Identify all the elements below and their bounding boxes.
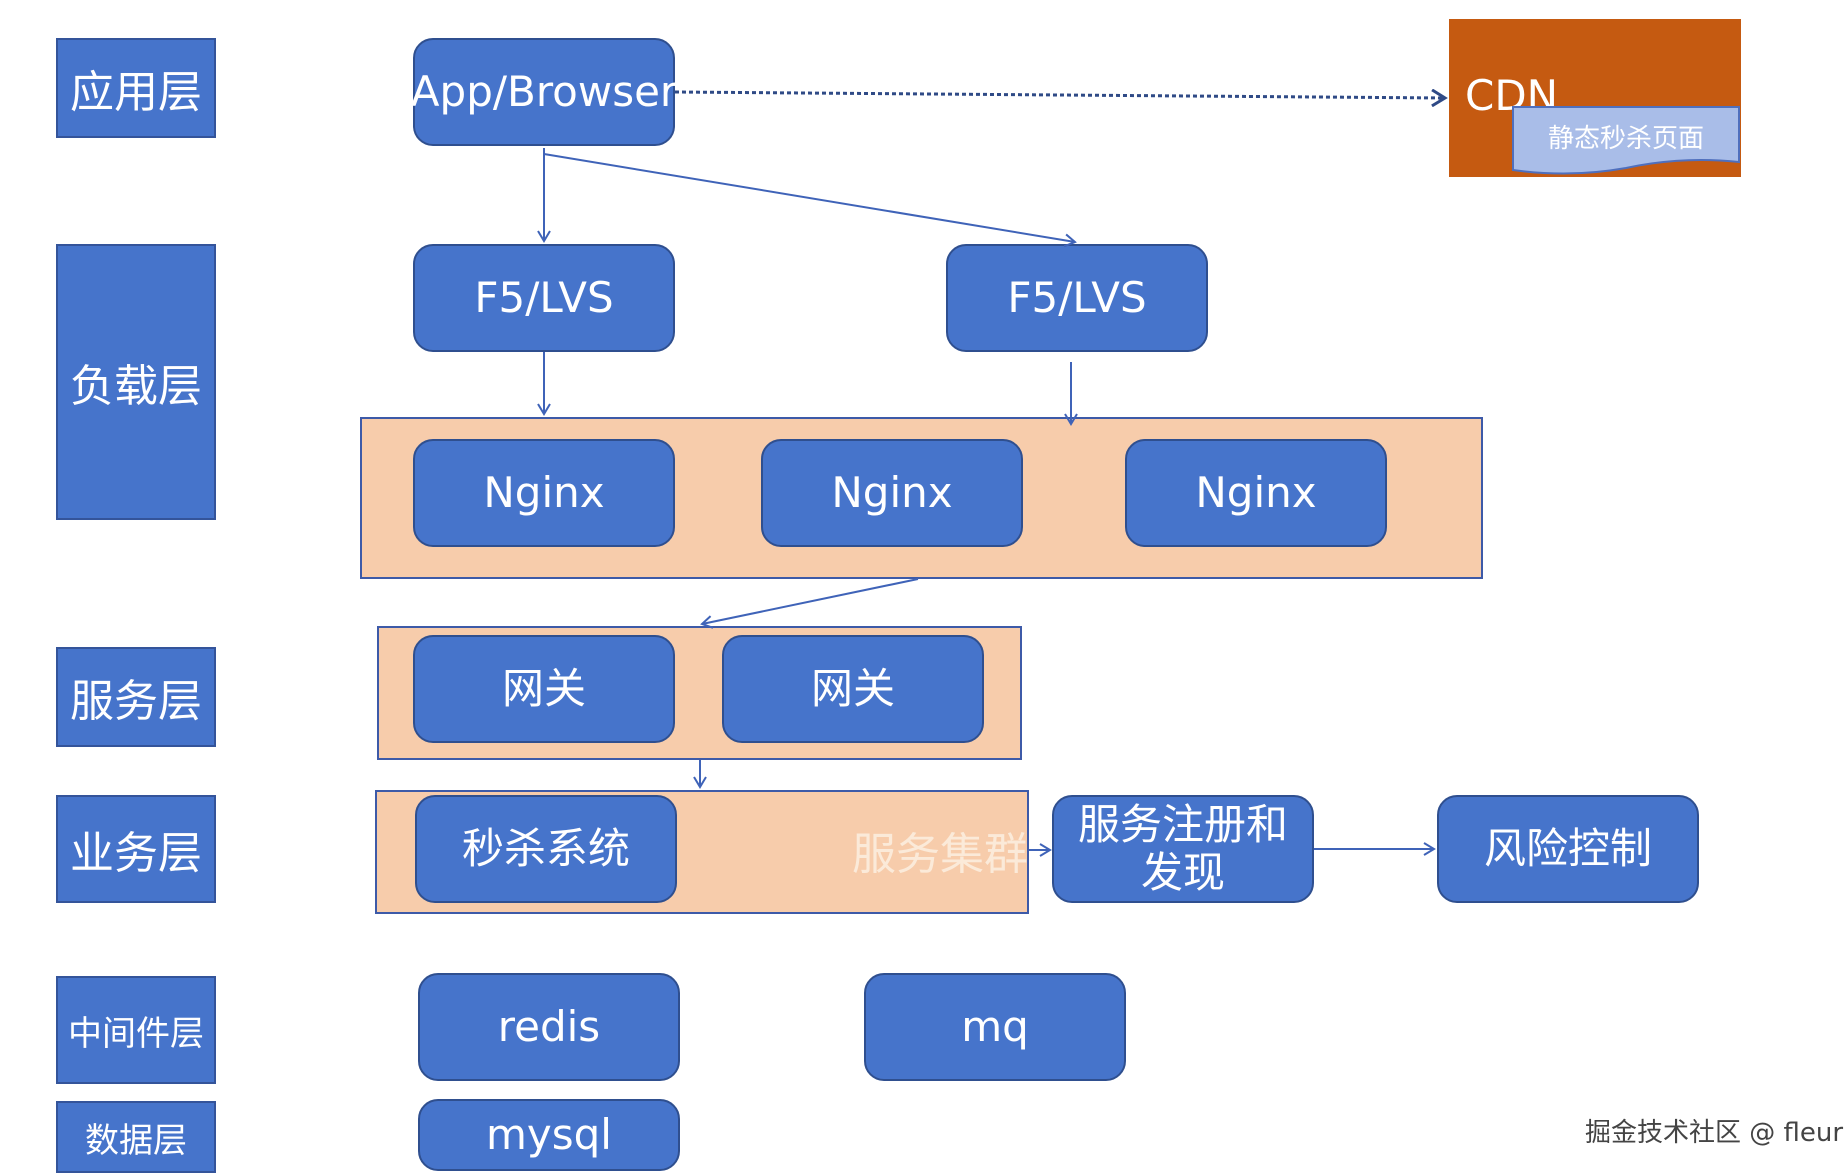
nginx-node-3: Nginx: [1125, 439, 1387, 547]
static-page-document: 静态秒杀页面: [1512, 106, 1740, 178]
layer-business: 业务层: [56, 795, 216, 903]
service-cluster-label: 服务集群: [852, 829, 1028, 880]
app-browser-node: App/Browser: [410, 38, 678, 146]
layer-business-label: 业务层: [70, 828, 202, 879]
arrow-nginx-to-gateway: [700, 578, 919, 629]
nginx-node-1: Nginx: [413, 439, 675, 547]
mq-label: mq: [961, 1001, 1029, 1051]
layer-app-label: 应用层: [70, 67, 202, 118]
gateway-label-1: 网关: [501, 663, 586, 713]
layer-load: 负载层: [56, 244, 216, 520]
app-browser-label: App/Browser: [410, 66, 678, 116]
layer-middleware-label: 中间件层: [68, 1013, 204, 1054]
layer-app: 应用层: [56, 38, 216, 138]
nginx-label-1: Nginx: [483, 467, 605, 517]
static-page-label: 静态秒杀页面: [1547, 123, 1704, 154]
gateway-label-2: 网关: [810, 663, 895, 713]
nginx-label-2: Nginx: [831, 467, 953, 517]
seckill-system-label: 秒杀系统: [461, 823, 630, 873]
risk-control-label: 风险控制: [1483, 823, 1652, 873]
layer-service: 服务层: [56, 647, 216, 747]
seckill-system-node: 秒杀系统: [415, 795, 677, 903]
redis-node: redis: [418, 973, 680, 1081]
layer-service-label: 服务层: [70, 676, 202, 727]
layer-load-label: 负载层: [70, 361, 202, 412]
mq-node: mq: [864, 973, 1126, 1081]
service-registry-node: 服务注册和发现: [1052, 795, 1314, 903]
mysql-label: mysql: [486, 1109, 612, 1159]
f5-lvs-right-label: F5/LVS: [1007, 272, 1147, 322]
document-shape: [1512, 106, 1740, 175]
f5-lvs-left-label: F5/LVS: [474, 272, 614, 322]
f5-lvs-left-node: F5/LVS: [413, 244, 675, 352]
watermark: 掘金技术社区 @ fleur: [1585, 1118, 1844, 1148]
layer-data: 数据层: [56, 1101, 216, 1173]
service-registry-label: 服务注册和发现: [1077, 799, 1288, 897]
arrow-app-to-f5-right: [543, 153, 1077, 248]
mysql-node: mysql: [418, 1099, 680, 1171]
arrow-app-to-cdn: [674, 92, 1445, 98]
redis-label: redis: [497, 1001, 601, 1051]
layer-data-label: 数据层: [85, 1120, 187, 1161]
nginx-label-3: Nginx: [1195, 467, 1317, 517]
gateway-node-2: 网关: [722, 635, 984, 743]
f5-lvs-right-node: F5/LVS: [946, 244, 1208, 352]
layer-middleware: 中间件层: [56, 976, 216, 1084]
risk-control-node: 风险控制: [1437, 795, 1699, 903]
gateway-node-1: 网关: [413, 635, 675, 743]
nginx-node-2: Nginx: [761, 439, 1023, 547]
